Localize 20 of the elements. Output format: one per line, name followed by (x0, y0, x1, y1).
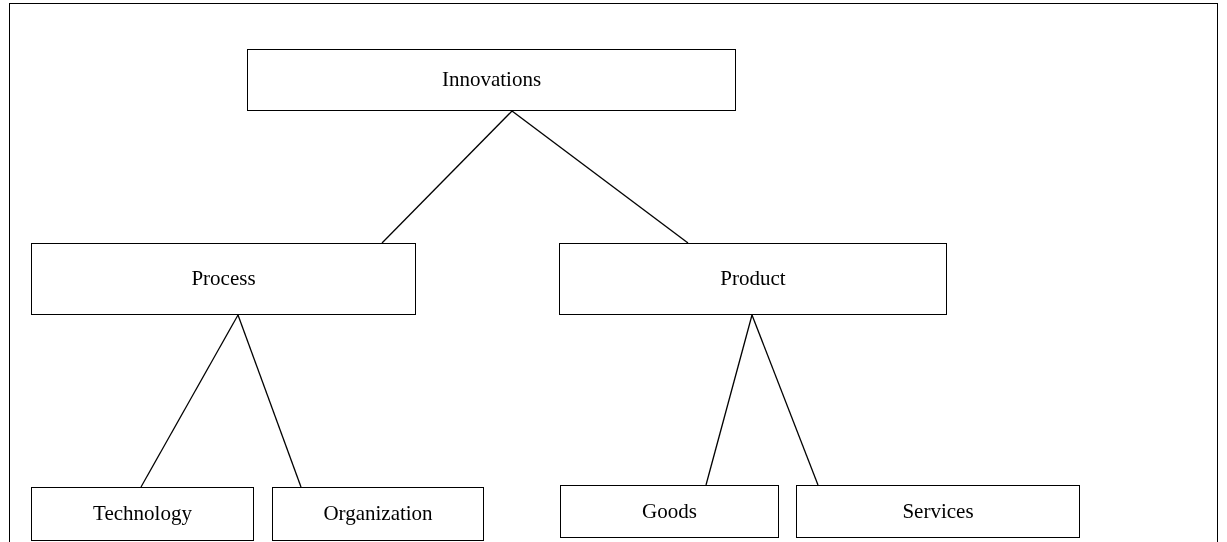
category-box (247, 49, 736, 111)
category-box (559, 243, 947, 315)
box-label: Services (902, 497, 974, 525)
category-box (31, 243, 416, 315)
connector-line (237, 314, 302, 488)
category-box (796, 485, 1080, 538)
category-box (31, 487, 254, 541)
box-label: Process (191, 265, 256, 293)
category-box (272, 487, 484, 541)
box-label: Goods (642, 497, 697, 525)
connector-line (705, 314, 753, 486)
connector-line (140, 314, 239, 488)
box-label: Innovations (441, 66, 542, 94)
connector-line (381, 110, 513, 244)
connector-line (751, 314, 819, 486)
box-label: Organization (323, 500, 433, 528)
connector-line (511, 110, 689, 244)
category-box (560, 485, 779, 538)
box-label: Technology (93, 500, 192, 528)
box-label: Product (720, 265, 786, 293)
